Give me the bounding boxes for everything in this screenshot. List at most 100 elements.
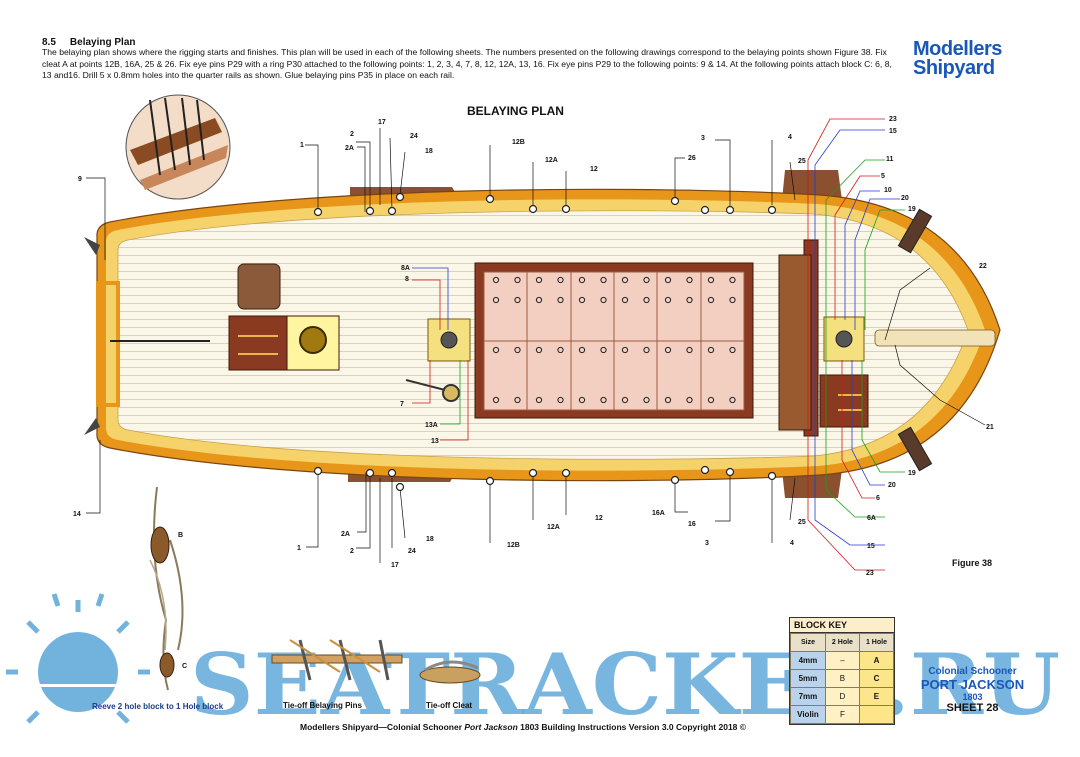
footer-copyright: Modellers Shipyard—Colonial Schooner Por… (300, 722, 746, 732)
sheet-title-block: Colonial Schooner PORT JACKSON 1803 SHEE… (900, 666, 1045, 714)
hatch-eye-pin (707, 276, 715, 284)
belaying-point-marker (485, 194, 495, 204)
hatch-eye-pin (686, 396, 693, 404)
belaying-point-marker (725, 467, 735, 477)
block-key-header-1hole: 1 Hole (858, 633, 895, 652)
belaying-point-marker (700, 205, 710, 215)
callout-26-top: 26 (688, 155, 696, 162)
callout-3-top: 3 (701, 135, 705, 142)
callout-c: C (182, 663, 187, 670)
caption-tie-off-pins: Tie-off Belaying Pins (283, 701, 362, 710)
belaying-point-marker (365, 206, 375, 216)
hatch-eye-pin (492, 346, 500, 354)
callout-13: 13 (431, 438, 439, 445)
schooner-name: PORT JACKSON (920, 677, 1025, 692)
belaying-point-marker (387, 206, 397, 216)
callout-12a-top: 12A (545, 157, 558, 164)
hatch-eye-pin (578, 396, 586, 404)
hull (96, 188, 1001, 482)
belaying-pin-rail-detail (125, 94, 231, 200)
hatch-eye-pin (664, 296, 672, 304)
callout-23-bottom: 23 (866, 570, 874, 577)
block-key-row: 4mm – A (790, 651, 895, 670)
block-two-hole: F (824, 705, 860, 724)
figure-label: Figure 38 (952, 558, 993, 568)
callout-1-bottom: 1 (297, 545, 301, 552)
callout-15-bottom: 15 (867, 543, 875, 550)
belaying-point-marker (528, 468, 538, 478)
belaying-point-marker (725, 205, 735, 215)
hatch-eye-pin (535, 346, 543, 354)
block-one-hole: C (858, 669, 895, 688)
hatch-eye-pin (621, 296, 629, 304)
callout-14: 14 (73, 511, 81, 518)
hatch-eye-pin (578, 276, 586, 284)
belaying-point-marker (767, 205, 777, 215)
intro-paragraph: The belaying plan shows where the riggin… (42, 47, 892, 80)
footer-prefix: Modellers Shipyard—Colonial Schooner (300, 722, 465, 732)
block-two-hole: – (824, 651, 860, 670)
callout-19-bottom: 19 (908, 470, 916, 477)
sheet-number: SHEET 28 (946, 702, 999, 714)
hatch-eye-pin (686, 346, 693, 354)
callout-16a-bottom: 16A (652, 510, 665, 517)
callout-20-top: 20 (901, 195, 909, 202)
schooner-type: Colonial Schooner (928, 666, 1017, 677)
tie-off-cleat-illustration (419, 660, 481, 684)
callout-19-top: 19 (908, 206, 916, 213)
hatch-eye-pin (514, 296, 521, 304)
tie-off-pins-illustration (271, 639, 403, 681)
aft-deck-fittings (228, 263, 340, 371)
main-hatch (474, 262, 754, 419)
hatch-eye-pin (643, 346, 650, 354)
plan-title: BELAYING PLAN (467, 104, 564, 118)
belaying-point-marker (365, 468, 375, 478)
callout-18-top: 18 (425, 148, 433, 155)
hatch-eye-pin (621, 346, 629, 354)
callout-9: 9 (78, 176, 82, 183)
hatch-eye-pin (535, 396, 543, 404)
hatch-eye-pin (535, 276, 543, 284)
hatch-eye-pin (600, 396, 607, 404)
hatch-eye-pin (664, 346, 672, 354)
block-key-header-2hole: 2 Hole (824, 633, 860, 652)
belaying-point-marker (528, 204, 538, 214)
callout-10: 10 (884, 187, 892, 194)
callout-12a-bottom: 12A (547, 524, 560, 531)
block-key-row: 5mm B C (790, 669, 895, 688)
belaying-point-marker (767, 471, 777, 481)
block-one-hole: E (858, 687, 895, 706)
hatch-eye-pin (514, 276, 521, 284)
belaying-point-marker (670, 196, 680, 206)
callout-21: 21 (986, 424, 994, 431)
callout-b: B (178, 532, 183, 539)
callout-5: 5 (881, 173, 885, 180)
belaying-point-marker (313, 466, 323, 476)
hatch-eye-pin (557, 346, 564, 354)
belaying-point-marker (485, 476, 495, 486)
callout-23-top: 23 (889, 116, 897, 123)
callout-11: 11 (886, 156, 894, 163)
hatch-eye-pin (729, 276, 736, 284)
callout-17-top: 17 (378, 119, 386, 126)
footer-suffix: 1803 Building Instructions Version 3.0 C… (517, 722, 747, 732)
callout-7: 7 (400, 401, 404, 408)
belaying-point-marker (670, 475, 680, 485)
callout-4-top: 4 (788, 134, 792, 141)
callout-2a-top: 2A (345, 145, 354, 152)
hatch-eye-pin (578, 346, 586, 354)
block-two-hole: D (824, 687, 860, 706)
hatch-eye-pin (686, 296, 693, 304)
section-title: Belaying Plan (69, 37, 136, 48)
hatch-eye-pin (578, 296, 586, 304)
block-size: 7mm (790, 687, 826, 706)
callout-1-top: 1 (300, 142, 304, 149)
hatch-eye-pin (643, 396, 650, 404)
hatch-eye-pin (707, 396, 715, 404)
callout-12b-top: 12B (512, 139, 525, 146)
belaying-point-marker (561, 204, 571, 214)
hatch-eye-pin (643, 296, 650, 304)
callout-25-bottom: 25 (798, 519, 806, 526)
hatch-eye-pin (621, 396, 629, 404)
callout-17-bottom: 17 (391, 562, 399, 569)
